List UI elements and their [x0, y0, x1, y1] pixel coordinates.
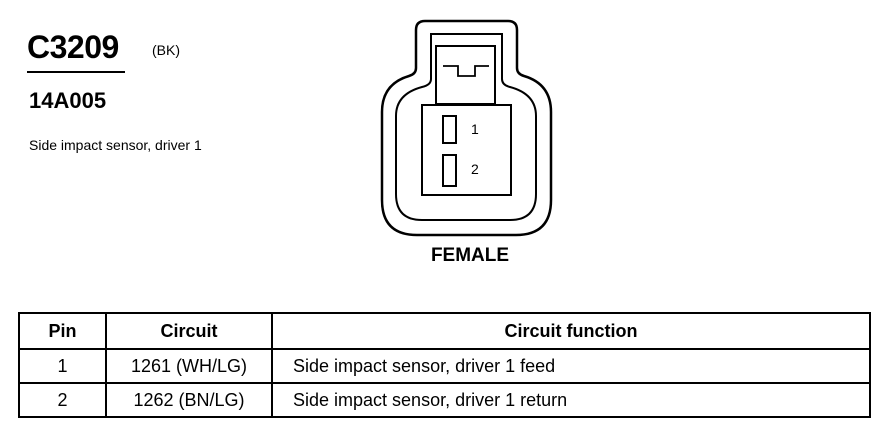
header-circuit-function: Circuit function	[271, 312, 871, 350]
circuit-cell: 1262 (BN/LG)	[105, 382, 273, 418]
table-row: 2 1262 (BN/LG) Side impact sensor, drive…	[18, 382, 871, 418]
cavity-label-1: 1	[471, 121, 479, 137]
table-header-row: Pin Circuit Circuit function	[18, 312, 871, 350]
connector-color-code: (BK)	[152, 42, 180, 58]
header-circuit: Circuit	[105, 312, 273, 350]
circuit-function-cell: Side impact sensor, driver 1 feed	[271, 348, 871, 384]
connector-latch	[435, 45, 496, 105]
circuit-function-cell: Side impact sensor, driver 1 return	[271, 382, 871, 418]
terminal-slot-2	[442, 154, 457, 187]
pin-cell: 2	[18, 382, 107, 418]
pinout-table: Pin Circuit Circuit function 1 1261 (WH/…	[18, 312, 871, 418]
connector-latch-tab	[443, 65, 489, 77]
part-number: 14A005	[29, 88, 107, 113]
connector-outer-housing	[380, 19, 553, 237]
connector-id-underline	[27, 71, 125, 73]
pin-cell: 1	[18, 348, 107, 384]
connector-cavity-block	[421, 104, 512, 196]
cavity-label-2: 2	[471, 161, 479, 177]
connector-gender-label: FEMALE	[430, 245, 510, 266]
connector-id: C3209	[27, 29, 119, 65]
circuit-cell: 1261 (WH/LG)	[105, 348, 273, 384]
header-pin: Pin	[18, 312, 107, 350]
connector-description: Side impact sensor, driver 1	[29, 137, 202, 153]
table-row: 1 1261 (WH/LG) Side impact sensor, drive…	[18, 348, 871, 384]
connector-inner-outline	[395, 33, 537, 221]
terminal-slot-1	[442, 115, 457, 144]
